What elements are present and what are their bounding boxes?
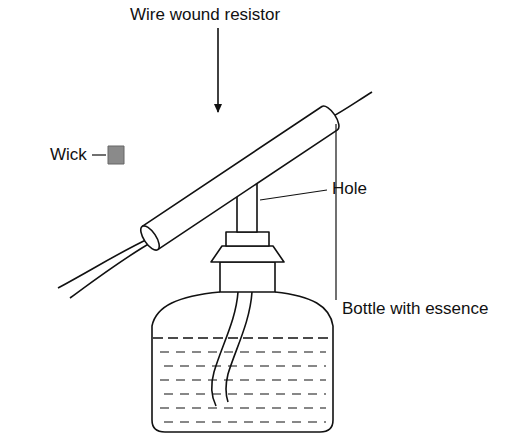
leader-line <box>217 28 219 112</box>
wick-in-bottle <box>212 292 252 406</box>
wire-lead <box>58 238 150 288</box>
leader-line <box>92 154 106 155</box>
wick <box>108 146 124 164</box>
stopper <box>211 246 284 262</box>
bottle <box>152 292 333 432</box>
part-label: Wick <box>50 146 87 165</box>
resistor-symbol <box>137 103 342 253</box>
frame-line <box>335 124 336 300</box>
bottle-neck <box>220 262 275 292</box>
liquid <box>160 352 326 422</box>
wire-lead <box>70 242 152 298</box>
part-label: Bottle with essence <box>342 300 488 319</box>
wire-lead <box>330 92 372 118</box>
leader-line <box>260 190 327 200</box>
part-label: Hole <box>332 180 367 199</box>
part-label: Wire wound resistor <box>130 6 280 25</box>
stopper-top <box>226 232 269 246</box>
liquid-surface <box>153 337 332 339</box>
